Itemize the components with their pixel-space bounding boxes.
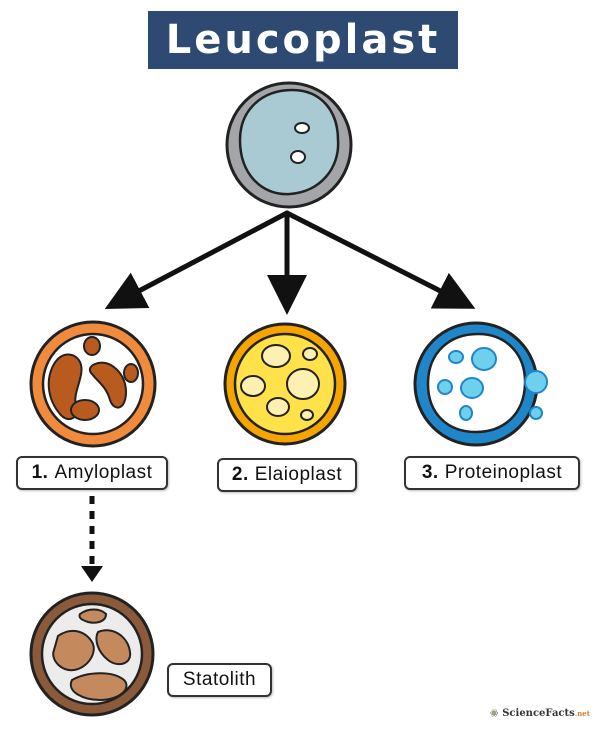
proteinoplast-name: Proteinoplast bbox=[444, 462, 563, 483]
logo-text: ScienceFacts.net bbox=[502, 708, 590, 719]
elaioplast-cell bbox=[223, 322, 347, 446]
label-amyloplast: 1. Amyloplast bbox=[16, 456, 168, 490]
label-statolith: Statolith bbox=[167, 663, 272, 697]
amyloplast-name: Amyloplast bbox=[54, 462, 153, 483]
arrow-to-amyloplast bbox=[104, 210, 290, 309]
logo-suffix: .net bbox=[574, 708, 590, 718]
amyloplast-number: 1. bbox=[31, 462, 49, 483]
branch-arrows bbox=[104, 210, 476, 315]
label-elaioplast: 2. Elaioplast bbox=[217, 458, 357, 492]
atom-icon bbox=[490, 709, 499, 717]
label-proteinoplast: 3. Proteinoplast bbox=[404, 456, 580, 490]
leucoplast-cell bbox=[225, 81, 353, 209]
statolith-name: Statolith bbox=[182, 669, 257, 690]
logo-name: ScienceFacts bbox=[502, 707, 575, 719]
elaioplast-name: Elaioplast bbox=[254, 464, 343, 485]
statolith-cell bbox=[29, 591, 155, 717]
elaioplast-number: 2. bbox=[231, 464, 249, 485]
proteinoplast-cell bbox=[413, 321, 548, 447]
title-banner: Leucoplast bbox=[148, 11, 458, 69]
proteinoplast-number: 3. bbox=[421, 462, 439, 483]
amyloplast-cell bbox=[29, 320, 157, 448]
sciencefacts-logo: ScienceFacts.net bbox=[490, 702, 590, 724]
dashed-arrow-to-statolith bbox=[81, 496, 103, 582]
page-title: Leucoplast bbox=[165, 17, 441, 63]
arrow-to-proteinoplast bbox=[284, 210, 476, 309]
